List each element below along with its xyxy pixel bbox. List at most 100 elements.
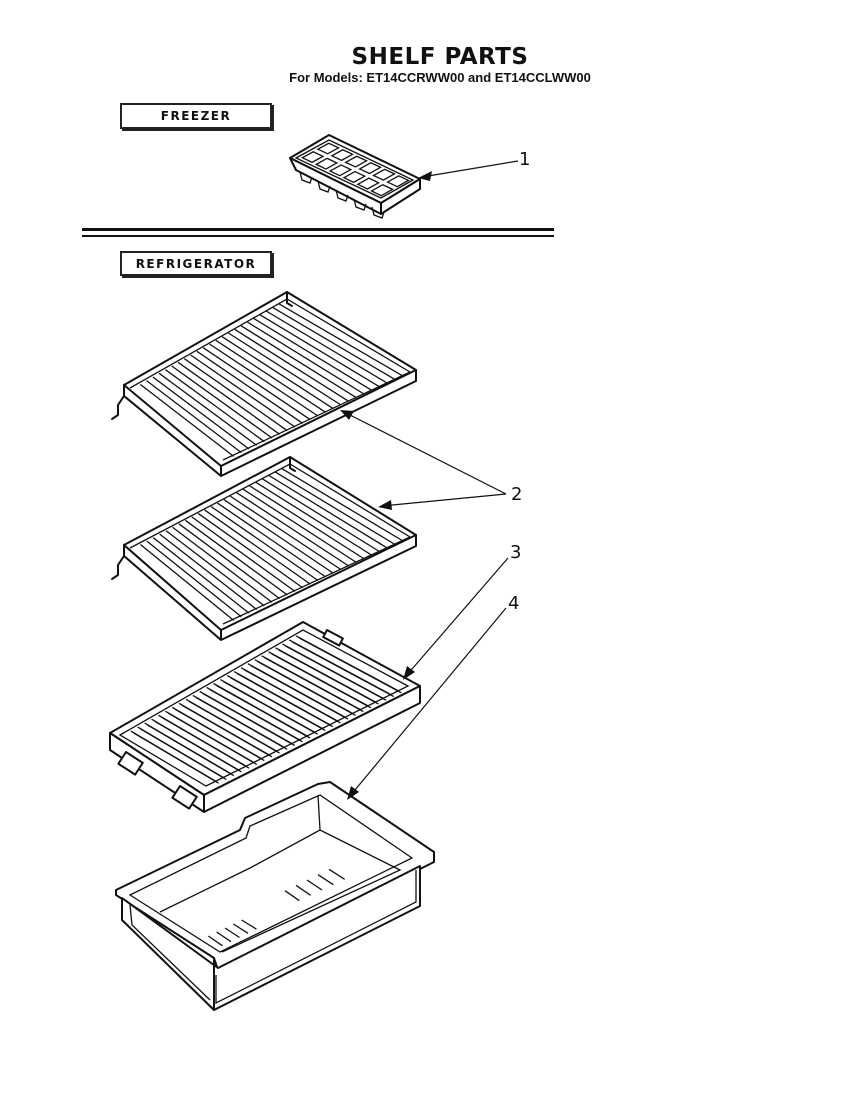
pan-grip-rib bbox=[241, 919, 257, 930]
shelf-wire bbox=[217, 502, 327, 578]
ice-tray-cell bbox=[342, 170, 367, 184]
shelf-wire bbox=[146, 540, 242, 618]
pan-grip-rib bbox=[216, 931, 232, 943]
shelf-wire bbox=[268, 474, 388, 549]
cover-rib bbox=[161, 716, 250, 769]
shelf-wire bbox=[190, 354, 296, 428]
section-divider-bottom bbox=[82, 235, 554, 237]
cover-rib bbox=[154, 720, 242, 773]
page-title: SHELF PARTS bbox=[351, 44, 529, 70]
ice-tray-drawing bbox=[289, 134, 421, 219]
pan-grip-rib bbox=[232, 923, 249, 934]
models-subtitle: For Models: ET14CCRWW00 and ET14CCLWW00 bbox=[289, 70, 591, 85]
pan-grip-rib bbox=[284, 890, 300, 902]
cover-rib bbox=[250, 665, 349, 720]
pan-grip-rib bbox=[306, 879, 323, 891]
pan-grip-rib bbox=[328, 868, 346, 880]
ice-tray-cell bbox=[316, 142, 341, 155]
shelf-wire bbox=[197, 512, 304, 589]
shelf-wire bbox=[265, 310, 388, 384]
shelf-wire bbox=[146, 380, 242, 454]
shelf-wire bbox=[171, 365, 273, 439]
cover-rib bbox=[298, 637, 402, 694]
shelf-wire bbox=[202, 347, 311, 421]
ice-tray-cell bbox=[344, 155, 368, 168]
cover-rib bbox=[285, 645, 387, 701]
ice-tray-cell bbox=[314, 157, 339, 170]
shelf-wire bbox=[240, 325, 357, 399]
shelf-wire bbox=[278, 303, 403, 377]
cover-rib bbox=[195, 696, 288, 750]
shelf-wire bbox=[191, 516, 296, 592]
cover-rib bbox=[229, 677, 326, 732]
shelf-wire bbox=[274, 471, 396, 545]
cover-rib bbox=[181, 704, 273, 758]
ice-tray-cell bbox=[358, 162, 382, 175]
cover-rib bbox=[243, 669, 341, 724]
shelf-wire bbox=[159, 533, 258, 611]
shelf-wire bbox=[165, 369, 265, 443]
ice-tray-cell bbox=[386, 175, 410, 188]
ice-tray-cell bbox=[356, 177, 381, 190]
callout-part-3: 3 bbox=[510, 542, 522, 563]
cover-rib bbox=[202, 692, 296, 747]
refrigerator-section-label: REFRIGERATOR bbox=[120, 251, 272, 276]
cover-rib bbox=[216, 684, 311, 739]
pan-grip-rib bbox=[317, 874, 334, 886]
shelf-wire bbox=[172, 526, 273, 603]
shelf-wire bbox=[259, 314, 380, 388]
shelf-wire bbox=[196, 350, 304, 424]
shelf-wire bbox=[152, 537, 250, 614]
callout-part-1: 1 bbox=[519, 149, 531, 170]
shelf-wire bbox=[210, 505, 319, 582]
cover-rib bbox=[291, 641, 395, 698]
cover-rib bbox=[133, 732, 219, 784]
cover-rib bbox=[209, 688, 303, 743]
pan-grip-rib bbox=[224, 927, 240, 939]
shelf-wire bbox=[272, 306, 395, 380]
cover-rib bbox=[257, 661, 357, 716]
shelf-wire bbox=[253, 317, 373, 391]
callout-part-2: 2 bbox=[511, 484, 523, 505]
ice-tray-cell bbox=[330, 149, 354, 162]
shelf-wire bbox=[178, 523, 281, 600]
wire-shelf-lower bbox=[111, 456, 417, 641]
wire-shelf-upper bbox=[111, 291, 417, 477]
shelf-wire bbox=[204, 509, 311, 585]
shelf-wire bbox=[228, 332, 342, 406]
cover-rib bbox=[223, 680, 318, 735]
shelf-wire bbox=[139, 383, 235, 457]
ice-tray-cell bbox=[328, 164, 353, 177]
shelf-wire bbox=[246, 321, 365, 395]
shelf-wire bbox=[158, 372, 258, 446]
shelf-wire bbox=[140, 544, 235, 621]
cover-rib bbox=[167, 712, 258, 765]
cover-rib bbox=[174, 708, 265, 762]
ice-tray-cell bbox=[370, 184, 394, 197]
callout-part-4: 4 bbox=[508, 593, 520, 614]
shelf-wire bbox=[215, 339, 327, 413]
cover-rib bbox=[147, 724, 235, 777]
shelf-wire bbox=[165, 530, 265, 607]
shelf-wire bbox=[221, 336, 334, 410]
shelf-wire bbox=[223, 499, 334, 574]
pan-grip-rib bbox=[207, 935, 223, 947]
shelf-wire bbox=[281, 467, 403, 542]
shelf-wire bbox=[234, 328, 350, 402]
cover-rib bbox=[264, 657, 364, 713]
shelf-wire bbox=[152, 376, 250, 450]
pan-grip-rib bbox=[295, 884, 312, 896]
cover-rib bbox=[188, 700, 280, 754]
cover-rib bbox=[278, 649, 379, 705]
leader-lines bbox=[340, 160, 519, 800]
ice-tray-cell bbox=[372, 168, 396, 181]
shelf-wire bbox=[255, 481, 373, 556]
cover-rib bbox=[236, 673, 334, 728]
shelf-wire bbox=[229, 495, 342, 571]
shelf-wire bbox=[177, 361, 281, 435]
shelf-wire bbox=[249, 485, 365, 560]
cover-rib bbox=[140, 728, 227, 781]
shelf-wire bbox=[209, 343, 319, 417]
cover-rib bbox=[271, 653, 372, 709]
